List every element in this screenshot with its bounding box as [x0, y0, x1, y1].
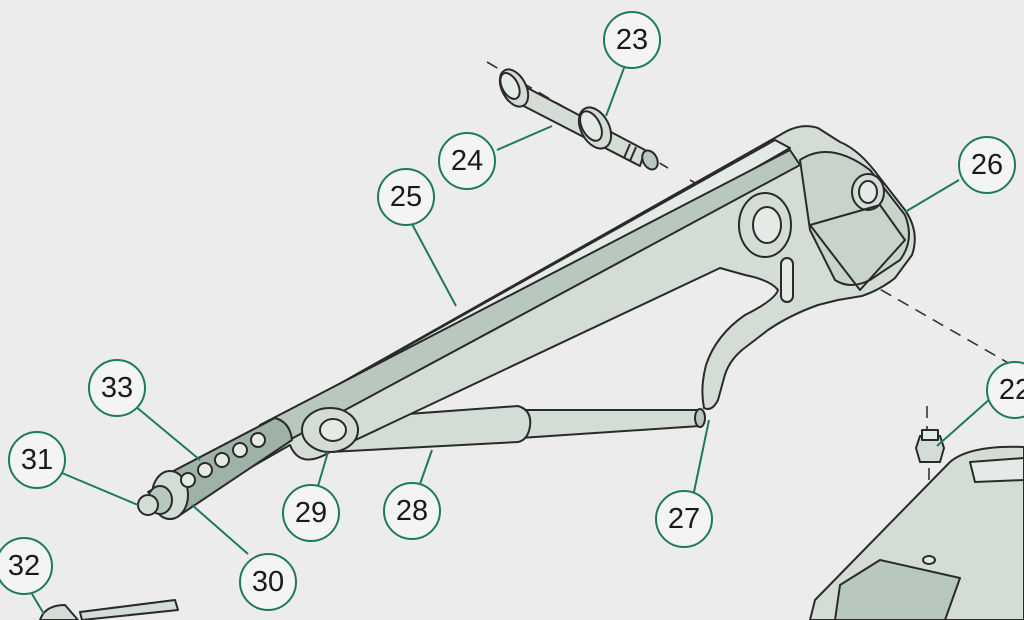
svg-text:29: 29	[295, 497, 327, 529]
svg-text:22: 22	[999, 374, 1024, 406]
svg-text:31: 31	[21, 444, 53, 476]
mounting-housing	[809, 429, 1024, 620]
leader-lines	[31, 67, 992, 615]
svg-text:32: 32	[8, 550, 40, 582]
svg-text:23: 23	[616, 24, 648, 56]
small-pin	[39, 599, 179, 620]
svg-text:26: 26	[971, 149, 1003, 181]
callout-27: 27	[655, 490, 713, 548]
svg-text:27: 27	[668, 503, 700, 535]
pivot-pin	[498, 68, 659, 171]
svg-text:33: 33	[101, 372, 133, 404]
svg-text:24: 24	[451, 145, 483, 177]
callout-26: 26	[958, 136, 1016, 194]
callout-30: 30	[239, 553, 297, 611]
callout-31: 31	[8, 431, 66, 489]
svg-text:30: 30	[252, 566, 284, 598]
callout-32: 32	[0, 537, 53, 595]
svg-text:25: 25	[390, 181, 422, 213]
callout-28: 28	[383, 482, 441, 540]
callout-24: 24	[438, 132, 496, 190]
callout-29: 29	[282, 484, 340, 542]
callout-23: 23	[603, 11, 661, 69]
callout-33: 33	[88, 359, 146, 417]
svg-text:28: 28	[396, 495, 428, 527]
callout-22: 22	[986, 361, 1024, 419]
callout-25: 25	[377, 168, 435, 226]
lever-arm	[147, 125, 916, 506]
grip-assembly	[137, 417, 293, 520]
gas-strut	[324, 405, 706, 453]
